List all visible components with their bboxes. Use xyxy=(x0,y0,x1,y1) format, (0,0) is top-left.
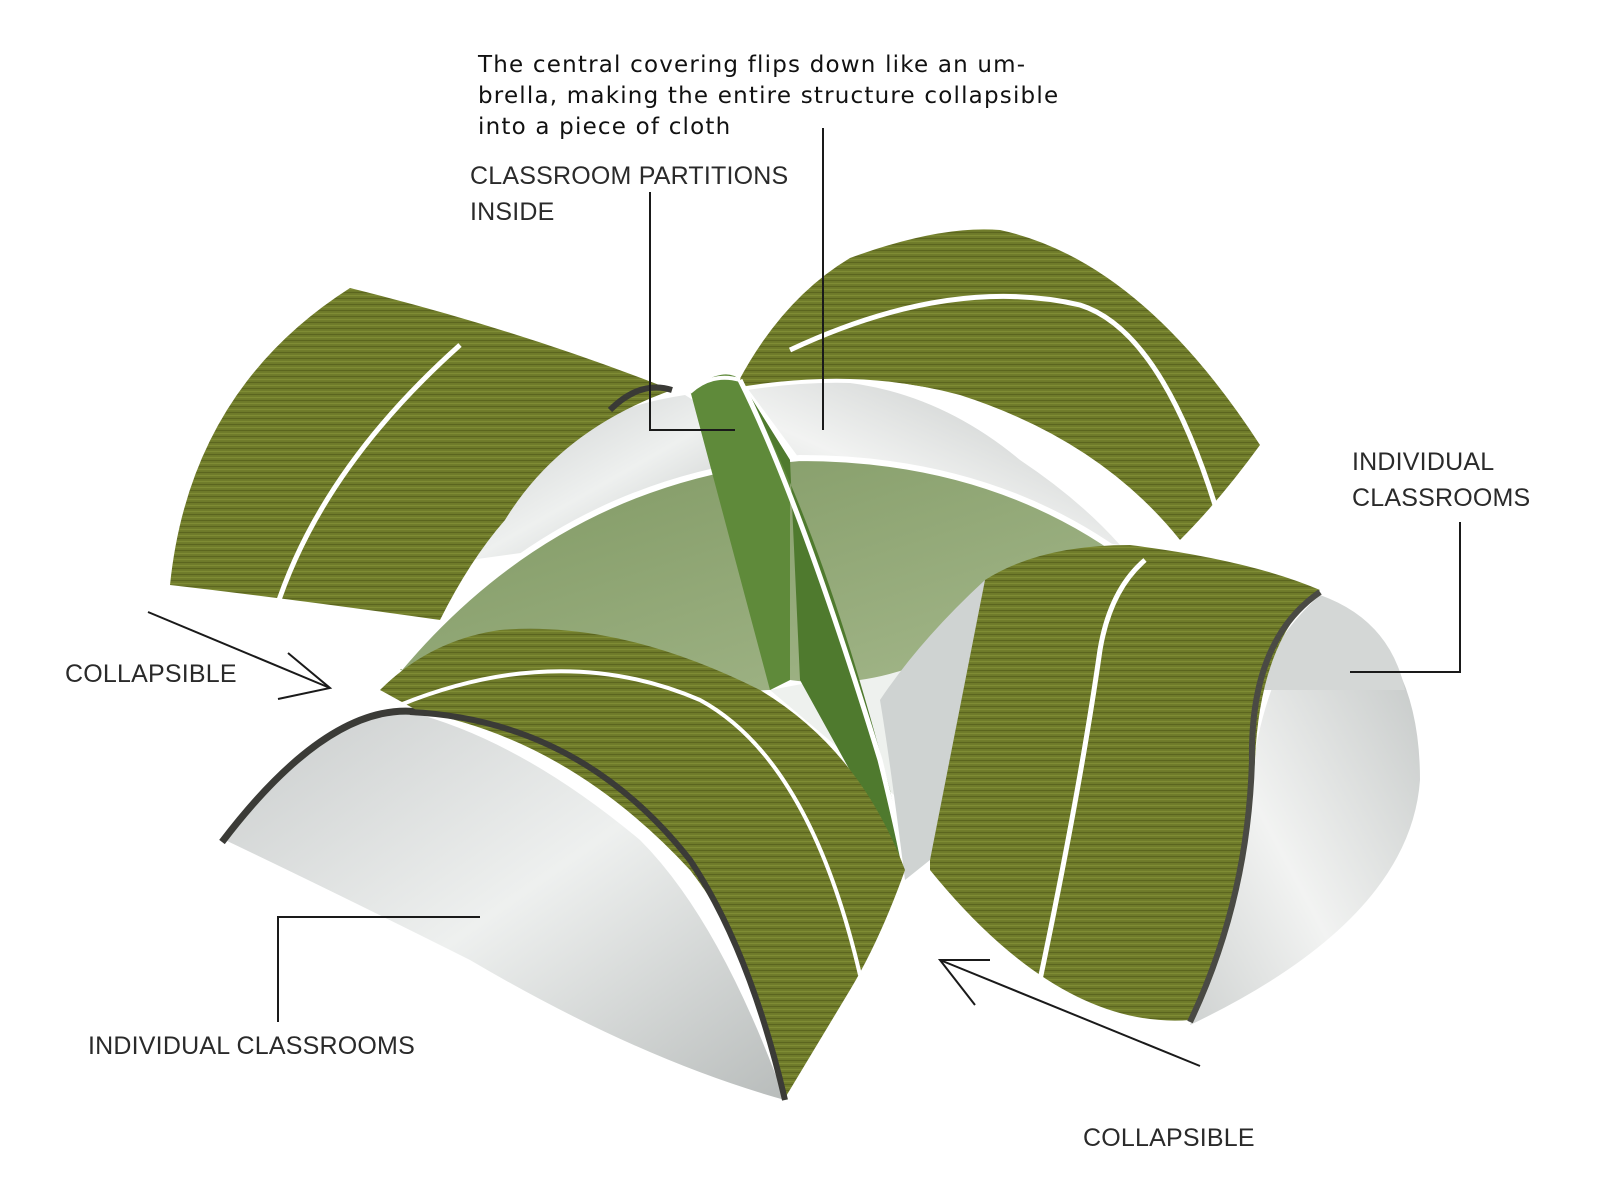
back-left-fabric-roof xyxy=(170,288,672,620)
front-right-classroom xyxy=(880,545,1420,1025)
front-left-classroom xyxy=(219,628,905,1101)
bottom-classrooms-leader xyxy=(277,916,480,1022)
back-right-fabric-roof xyxy=(735,229,1260,540)
caption-line-3: into a piece of cloth xyxy=(478,114,732,140)
left-collapsible-arrow xyxy=(147,611,333,700)
leader-lines xyxy=(277,128,1461,1022)
right-classrooms-label-line-2: CLASSROOMS xyxy=(1352,484,1531,512)
front-right-fabric-roof xyxy=(930,545,1320,1021)
partitions-label-line-1: CLASSROOM PARTITIONS xyxy=(470,162,789,190)
right-classrooms-leader xyxy=(1350,522,1461,673)
left-collapsible-label: COLLAPSIBLE xyxy=(65,660,237,688)
seam-line xyxy=(399,669,862,976)
right-classrooms-label: INDIVIDUAL CLASSROOMS xyxy=(1352,444,1530,516)
bottom-classrooms-label: INDIVIDUAL CLASSROOMS xyxy=(88,1032,415,1060)
partitions-label: CLASSROOM PARTITIONS INSIDE xyxy=(470,158,788,230)
partitions-label-line-2: INSIDE xyxy=(470,198,555,226)
seam-line xyxy=(272,343,462,613)
caption-line-1: The central covering flips down like an … xyxy=(478,52,1027,78)
partitions-leader xyxy=(649,192,735,431)
classroom-partition xyxy=(688,374,908,871)
central-covering-caption: The central covering flips down like an … xyxy=(478,50,1059,143)
seam-line xyxy=(788,293,1218,506)
collapsible-arrows xyxy=(147,611,1201,1067)
bottom-collapsible-arrow xyxy=(937,959,1201,1067)
right-classrooms-label-line-1: INDIVIDUAL xyxy=(1352,448,1495,476)
front-left-fabric-roof xyxy=(380,628,905,1098)
caption-line-2: brella, making the entire structure coll… xyxy=(478,83,1060,109)
seam-line xyxy=(1037,558,1147,981)
bottom-collapsible-label: COLLAPSIBLE xyxy=(1083,1124,1255,1152)
